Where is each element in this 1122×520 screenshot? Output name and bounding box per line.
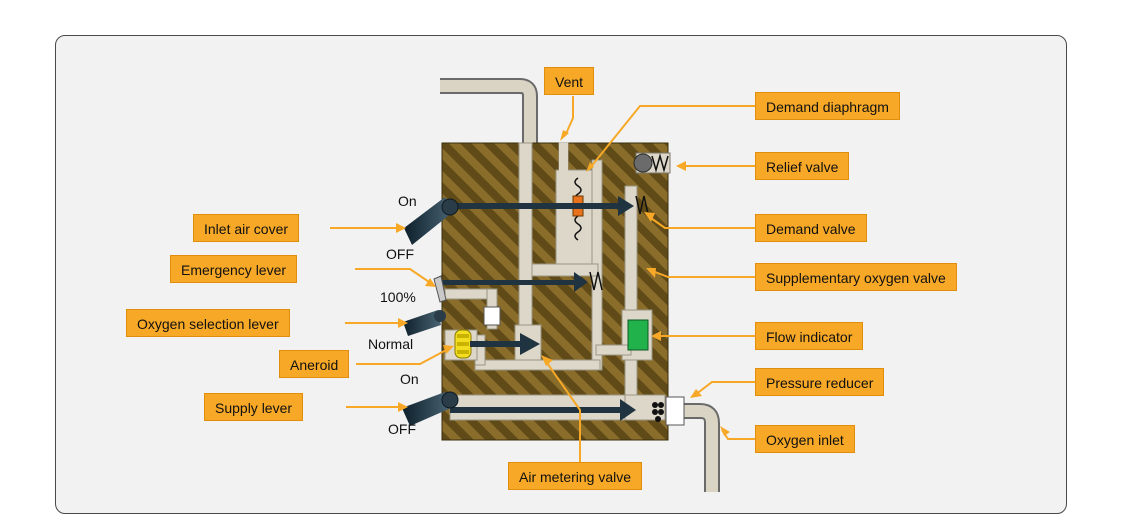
- oxygen-selection-lever-handle: [403, 310, 446, 336]
- pressure-reducer-label: Pressure reducer: [755, 368, 885, 396]
- vent-label: Vent: [544, 67, 595, 95]
- supply-off-position-label: OFF: [388, 421, 416, 437]
- emergency-lever-handle: [433, 275, 447, 303]
- relief-valve: [633, 152, 671, 174]
- flow-indicator-label: Flow indicator: [755, 322, 864, 350]
- aneroid-label: Aneroid: [279, 350, 350, 378]
- demand-valve-rod: [452, 195, 649, 216]
- inlet-off-position-label: OFF: [386, 246, 414, 262]
- flow-indicator: [627, 319, 649, 351]
- supply-on-position-label: On: [400, 371, 419, 387]
- outlet-pipe: [440, 78, 538, 143]
- inlet-air-cover-lever: [404, 197, 459, 245]
- emergency-lever-label: Emergency lever: [170, 255, 298, 283]
- oxygen-inlet-label: Oxygen inlet: [755, 425, 855, 453]
- oxygen-selection-lever-label: Oxygen selection lever: [126, 309, 290, 337]
- relief-valve-label: Relief valve: [755, 152, 850, 180]
- supply-lever-handle: [402, 391, 459, 426]
- emergency-rod: [440, 271, 603, 292]
- pressure-reducer: [665, 396, 685, 426]
- supply-lever-label: Supply lever: [204, 393, 304, 421]
- inlet-on-position-label: On: [398, 193, 417, 209]
- air-metering-valve-label: Air metering valve: [508, 462, 643, 490]
- demand-valve-label: Demand valve: [755, 214, 867, 242]
- supply-rod: [450, 399, 664, 422]
- hundred-percent-position-label: 100%: [380, 289, 416, 305]
- aneroid-assembly: [454, 329, 540, 359]
- inlet-air-cover-label: Inlet air cover: [193, 214, 300, 242]
- supplementary-oxygen-valve-label: Supplementary oxygen valve: [755, 263, 957, 291]
- normal-position-label: Normal: [368, 336, 414, 352]
- demand-diaphragm-label: Demand diaphragm: [755, 92, 900, 120]
- leader-arrowheads: [396, 130, 730, 436]
